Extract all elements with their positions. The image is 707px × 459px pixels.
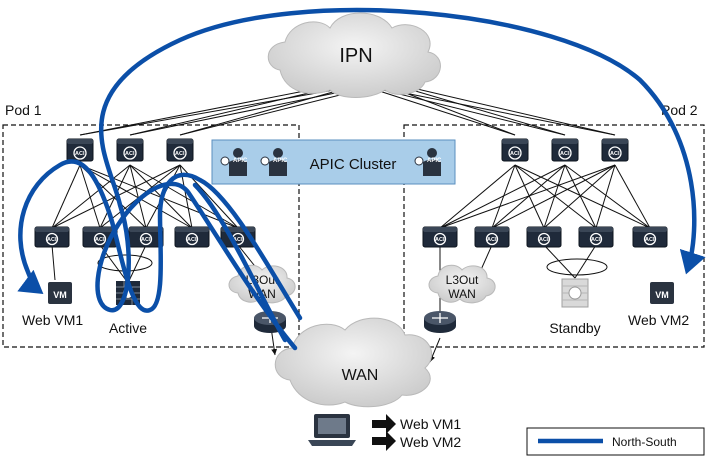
web-vm1-label: Web VM1 bbox=[22, 312, 83, 328]
wan-label: WAN bbox=[342, 367, 379, 384]
wan-cloud: WAN bbox=[274, 317, 433, 408]
leaf-switch-icon: ACI bbox=[82, 226, 118, 248]
arrow-right-icon bbox=[372, 431, 396, 451]
svg-text:APIC: APIC bbox=[233, 158, 248, 164]
pod1-label: Pod 1 bbox=[5, 102, 42, 118]
ipn-label: IPN bbox=[339, 45, 372, 67]
apic-node-icon: APIC bbox=[414, 148, 442, 176]
svg-text:VM: VM bbox=[655, 290, 669, 300]
leaf-switch-icon: ACI bbox=[34, 226, 70, 248]
client-dest-web-vm2: Web VM2 bbox=[400, 434, 461, 450]
active-label: Active bbox=[109, 320, 147, 336]
leaf-switch-icon: ACI bbox=[578, 226, 614, 248]
svg-text:ACI: ACI bbox=[560, 151, 570, 157]
svg-text:ACI: ACI bbox=[539, 237, 549, 243]
svg-text:ACI: ACI bbox=[125, 151, 135, 157]
svg-text:ACI: ACI bbox=[233, 237, 243, 243]
svg-text:ACI: ACI bbox=[510, 151, 520, 157]
legend-label-north-south: North-South bbox=[612, 435, 677, 449]
pod2-label: Pod 2 bbox=[661, 102, 698, 118]
legend: North-South bbox=[526, 427, 705, 456]
pod2-fabric-links bbox=[429, 164, 651, 363]
apic-cluster: APIC APIC APIC Cluster APIC bbox=[211, 139, 456, 185]
laptop-icon bbox=[308, 414, 356, 446]
svg-text:VM: VM bbox=[53, 290, 67, 300]
ipn-cloud: IPN bbox=[267, 12, 441, 98]
svg-text:ACI: ACI bbox=[141, 237, 151, 243]
north-south-flow bbox=[17, 7, 706, 351]
l3out-pod2-label-1: L3Out bbox=[446, 273, 479, 287]
spine-switch-icon: ACI bbox=[601, 138, 629, 162]
router-icon bbox=[424, 311, 456, 333]
leaf-switch-icon: ACI bbox=[174, 226, 210, 248]
firewall-standby-icon bbox=[561, 278, 589, 308]
spine-switch-icon: ACI bbox=[551, 138, 579, 162]
ipn-links bbox=[79, 84, 616, 136]
leaf-switch-icon: ACI bbox=[128, 226, 164, 248]
svg-text:ACI: ACI bbox=[47, 237, 57, 243]
pod1-boundary bbox=[2, 124, 300, 348]
svg-text:ACI: ACI bbox=[645, 237, 655, 243]
leaf-switch-icon: ACI bbox=[220, 226, 256, 248]
standby-label: Standby bbox=[549, 320, 600, 336]
leaf-switch-icon: ACI bbox=[474, 226, 510, 248]
svg-text:ACI: ACI bbox=[175, 151, 185, 157]
svg-text:ACI: ACI bbox=[610, 151, 620, 157]
svg-text:ACI: ACI bbox=[591, 237, 601, 243]
svg-text:ACI: ACI bbox=[75, 151, 85, 157]
vm-icon: VM bbox=[650, 282, 674, 304]
l3out-cloud-pod2: L3Out WAN bbox=[428, 264, 496, 304]
svg-text:ACI: ACI bbox=[487, 237, 497, 243]
l3out-pod2-label-2: WAN bbox=[448, 287, 476, 301]
client-dest-web-vm1: Web VM1 bbox=[400, 416, 461, 432]
svg-text:APIC: APIC bbox=[273, 158, 288, 164]
apic-node-icon: APIC bbox=[220, 148, 248, 176]
leaf-switch-icon: ACI bbox=[422, 226, 458, 248]
spine-switch-icon: ACI bbox=[116, 138, 144, 162]
leaf-switch-icon: ACI bbox=[632, 226, 668, 248]
pod2-boundary bbox=[403, 124, 705, 348]
spine-switch-icon: ACI bbox=[501, 138, 529, 162]
svg-text:ACI: ACI bbox=[435, 237, 445, 243]
spine-switch-icon: ACI bbox=[66, 138, 94, 162]
arrow-right-icon bbox=[372, 414, 396, 434]
apic-node-icon: APIC bbox=[260, 148, 288, 176]
apic-cluster-label: APIC Cluster bbox=[310, 156, 397, 173]
web-vm2-label: Web VM2 bbox=[628, 312, 689, 328]
spine-switch-icon: ACI bbox=[166, 138, 194, 162]
svg-text:ACI: ACI bbox=[95, 237, 105, 243]
vm-icon: VM bbox=[48, 282, 72, 304]
svg-text:ACI: ACI bbox=[187, 237, 197, 243]
svg-text:APIC: APIC bbox=[427, 158, 442, 164]
leaf-switch-icon: ACI bbox=[526, 226, 562, 248]
